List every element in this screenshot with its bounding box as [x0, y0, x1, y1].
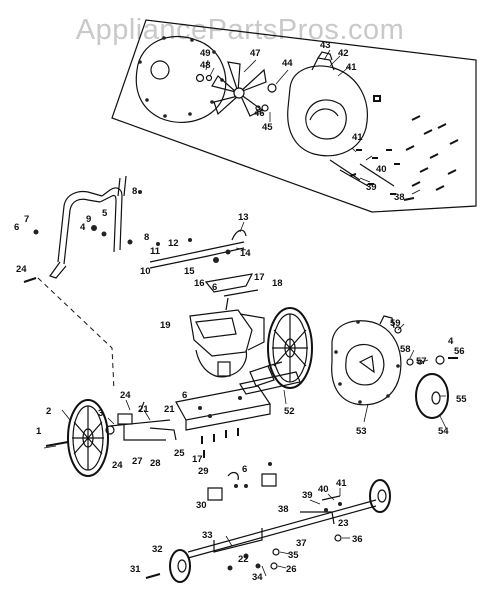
- engine: [189, 297, 275, 387]
- callout-39: 41: [336, 478, 347, 489]
- callout-6c: 6: [182, 390, 187, 401]
- callout-53: 43: [320, 40, 331, 51]
- callout-57: 47: [250, 48, 261, 59]
- callout-5: 5: [102, 208, 108, 219]
- callout-52: 42: [338, 48, 349, 59]
- callout-48: 39: [366, 182, 377, 193]
- callout-17: 17: [254, 272, 265, 283]
- leader-lines: [43, 49, 447, 577]
- callout-32: 34: [252, 572, 263, 583]
- callout-58: 48: [200, 60, 211, 71]
- callout-1: 1: [36, 426, 42, 437]
- callout-21c: 23: [338, 518, 349, 529]
- callout-55: 45: [262, 122, 273, 133]
- callout-42: 55: [456, 394, 467, 405]
- callout-46: 59: [390, 318, 401, 329]
- hardware-bolts: [329, 95, 459, 201]
- lower-bracket: [207, 462, 277, 501]
- callout-21b: 22: [238, 554, 249, 565]
- callout-2: 2: [46, 406, 51, 417]
- callout-12: 12: [168, 238, 179, 249]
- callout-3: 3: [98, 408, 103, 419]
- callout-26: 28: [150, 458, 161, 469]
- housing-plate: [135, 35, 227, 123]
- watermark-text: AppliancePartsPros.com: [75, 14, 405, 46]
- callout-13: 13: [238, 212, 249, 223]
- callout-51: 41: [346, 62, 357, 73]
- callout-19: 19: [160, 320, 171, 331]
- callout-27: 29: [198, 466, 209, 477]
- callout-33: 35: [288, 550, 299, 561]
- callout-10: 10: [140, 266, 151, 277]
- left-wheel: [45, 399, 133, 477]
- impeller-fan: [211, 61, 267, 117]
- callout-14: 14: [240, 248, 251, 259]
- callout-8b: 8: [144, 232, 149, 243]
- callout-43: 56: [454, 346, 465, 357]
- callout-36: 38: [278, 504, 289, 515]
- callout-30: 32: [152, 544, 163, 555]
- blower-housing: [331, 315, 458, 406]
- callout-38: 40: [318, 484, 329, 495]
- callout-labels: 49 48 47 44 46 45 43 42 41 41 40 39 38 7…: [14, 40, 467, 583]
- callout-20: 21: [164, 404, 175, 415]
- cover-disc: [415, 373, 449, 419]
- callout-6d: 6: [242, 464, 247, 475]
- callout-24b: 25: [174, 448, 185, 459]
- callout-59: 49: [200, 48, 211, 59]
- callout-37: 39: [302, 490, 313, 501]
- pulley-wheel: [267, 307, 313, 389]
- callout-29: 31: [130, 564, 141, 575]
- callout-24c: 26: [286, 564, 297, 575]
- drive-bracket: [239, 361, 301, 395]
- callout-6: 6: [14, 222, 19, 233]
- rear-wheel-left: [169, 549, 191, 583]
- callout-49: 40: [376, 164, 387, 175]
- handle-assembly: [23, 175, 142, 391]
- callout-22: 24: [120, 390, 131, 401]
- front-axle-linkage: [109, 401, 177, 441]
- callout-9: 9: [86, 214, 91, 225]
- callout-45: 58: [400, 344, 411, 355]
- callout-44: 57: [416, 356, 427, 367]
- chassis-plate: [175, 385, 272, 458]
- rear-axle: [145, 495, 377, 579]
- callout-4b: 4: [448, 336, 454, 347]
- callout-40: 52: [284, 406, 295, 417]
- callout-35: 37: [296, 538, 307, 549]
- callout-11: 11: [150, 246, 161, 257]
- callout-54: 44: [282, 58, 293, 69]
- control-linkage: [149, 229, 259, 297]
- callout-41b: 54: [438, 426, 449, 437]
- callout-31: 33: [202, 530, 213, 541]
- callout-6b: 6: [212, 282, 217, 293]
- callout-17b: 17: [192, 454, 203, 465]
- callout-23: 24: [16, 264, 27, 275]
- callout-34: 36: [352, 534, 363, 545]
- callout-21a: 21: [138, 404, 149, 415]
- callout-24a: 24: [112, 460, 123, 471]
- callout-25: 27: [132, 456, 143, 467]
- callout-16: 16: [194, 278, 205, 289]
- callout-56: 46: [254, 108, 265, 119]
- callout-4: 4: [80, 222, 86, 233]
- callout-28: 30: [196, 500, 207, 511]
- rear-wheel-right: [369, 479, 391, 513]
- callout-41a: 53: [356, 426, 367, 437]
- callout-7: 7: [24, 214, 29, 225]
- callout-18: 18: [272, 278, 283, 289]
- callout-8: 8: [132, 186, 137, 197]
- scroll-housing: [287, 51, 368, 157]
- inset-panel: [111, 19, 477, 213]
- callout-15: 15: [184, 266, 195, 277]
- callout-50: 41: [352, 132, 363, 143]
- callout-47: 38: [394, 192, 405, 203]
